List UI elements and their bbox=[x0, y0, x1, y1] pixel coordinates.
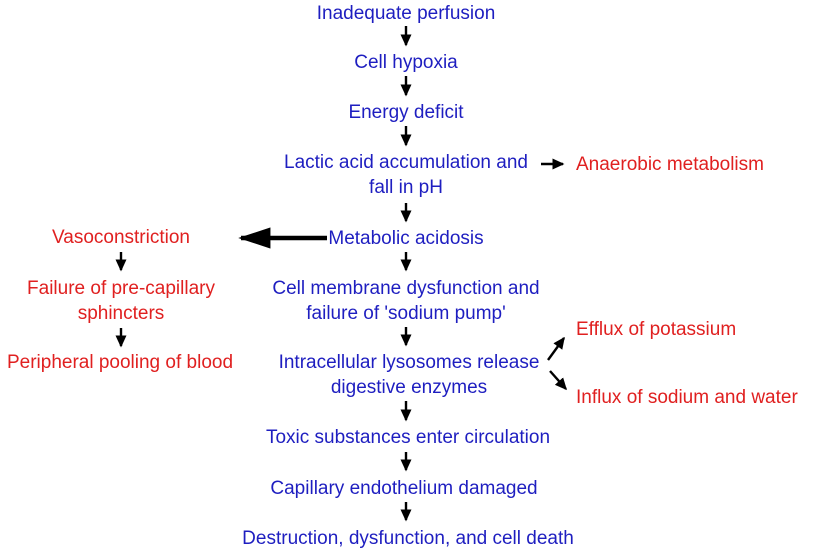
node-cell-hypoxia: Cell hypoxia bbox=[354, 52, 458, 73]
node-toxic-substances: Toxic substances enter circulation bbox=[265, 427, 551, 448]
node-lysosomes-release: Intracellular lysosomes release digestiv… bbox=[278, 352, 540, 398]
node-efflux-potassium: Efflux of potassium bbox=[576, 319, 737, 340]
node-influx-sodium-water: Influx of sodium and water bbox=[576, 387, 798, 408]
node-capillary-endothelium: Capillary endothelium damaged bbox=[270, 478, 538, 499]
node-metabolic-acidosis: Metabolic acidosis bbox=[328, 228, 484, 249]
node-peripheral-pooling: Peripheral pooling of blood bbox=[6, 352, 234, 373]
node-destruction: Destruction, dysfunction, and cell death bbox=[242, 528, 574, 549]
node-inadequate-perfusion: Inadequate perfusion bbox=[316, 3, 496, 24]
arrow-lysosomes-to-influx bbox=[549, 370, 567, 391]
node-cell-membrane: Cell membrane dysfunction and failure of… bbox=[272, 278, 540, 324]
node-lactic-acid: Lactic acid accumulation and fall in pH bbox=[284, 152, 528, 198]
arrow-lysosomes-to-efflux bbox=[547, 336, 565, 361]
node-energy-deficit: Energy deficit bbox=[348, 102, 464, 123]
node-anaerobic-metabolism: Anaerobic metabolism bbox=[576, 154, 764, 175]
node-vasoconstriction: Vasoconstriction bbox=[52, 227, 190, 248]
node-failure-precapillary: Failure of pre-capillary sphincters bbox=[27, 278, 215, 324]
